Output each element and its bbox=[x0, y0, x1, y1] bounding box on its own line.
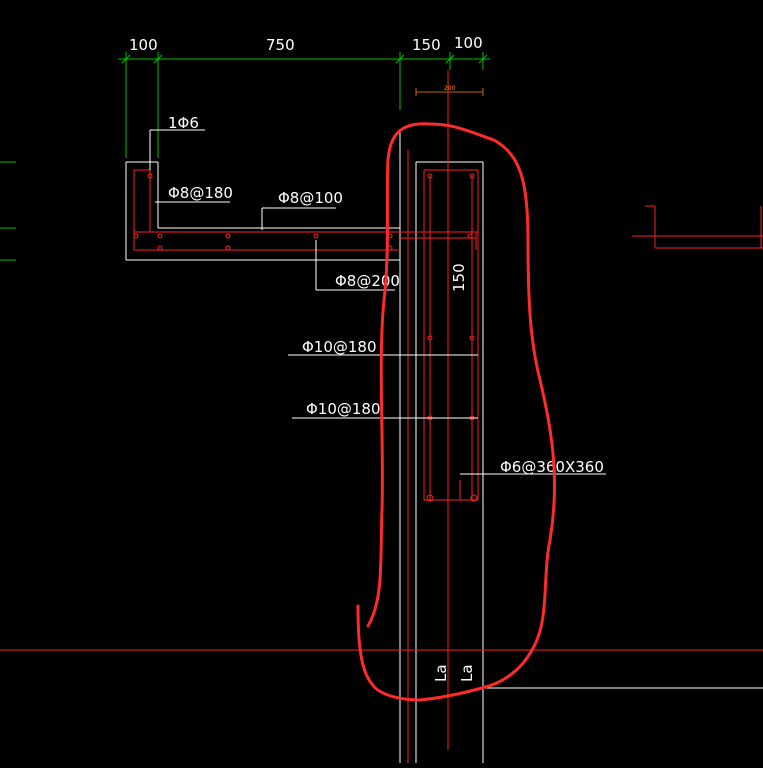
label-phi8-180: Φ8@180 bbox=[168, 184, 233, 202]
dimension-200-small: 200 bbox=[444, 85, 456, 92]
label-la-1: La bbox=[432, 664, 450, 682]
dimension-750: 750 bbox=[266, 36, 295, 54]
label-phi10-180-upper: Φ10@180 bbox=[302, 338, 377, 356]
label-thickness-150: 150 bbox=[450, 263, 468, 292]
label-leaders bbox=[149, 129, 606, 475]
rebar-lines bbox=[0, 70, 763, 763]
concrete-outline bbox=[125, 130, 763, 763]
label-la-2: La bbox=[458, 664, 476, 682]
label-1phi6: 1Φ6 bbox=[168, 114, 199, 132]
label-phi10-180-lower: Φ10@180 bbox=[306, 400, 381, 418]
label-phi8-100: Φ8@100 bbox=[278, 189, 343, 207]
hand-drawn-highlight bbox=[356, 122, 557, 702]
dimension-100-right: 100 bbox=[454, 34, 483, 52]
dimension-chain bbox=[0, 52, 490, 261]
label-phi8-200: Φ8@200 bbox=[335, 272, 400, 290]
dimension-100-left: 100 bbox=[129, 36, 158, 54]
small-dimension bbox=[415, 88, 484, 96]
dimension-150: 150 bbox=[412, 36, 441, 54]
label-tie-phi6: Φ6@360X360 bbox=[500, 458, 604, 476]
